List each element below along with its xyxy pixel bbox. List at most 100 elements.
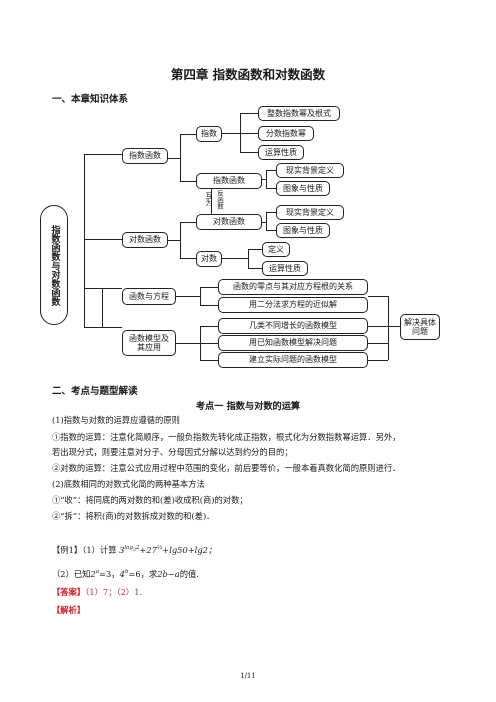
math-term: 3 xyxy=(119,544,125,555)
group-line xyxy=(176,343,200,344)
group-line xyxy=(368,326,388,327)
math-term: 2 xyxy=(90,568,96,579)
branch-line xyxy=(84,288,102,289)
node-graph-properties-1: 图象与性质 xyxy=(276,181,330,196)
group-line xyxy=(200,305,218,306)
math-sup: 2 xyxy=(135,545,140,551)
group-line xyxy=(266,170,267,188)
topic-heading: 考点一 指数与对数的运算 xyxy=(195,401,301,412)
group-line xyxy=(266,212,267,230)
group-line xyxy=(388,326,400,327)
node-operation-properties-1: 运算性质 xyxy=(258,145,304,160)
group-line xyxy=(180,258,196,259)
group-line xyxy=(240,152,258,153)
node-bisection: 用二分法求方程的近似解 xyxy=(218,297,368,313)
group-line xyxy=(262,222,266,223)
group-line xyxy=(200,287,218,288)
math-sup: log xyxy=(124,545,134,551)
group-line xyxy=(168,240,180,241)
group-line xyxy=(248,249,249,269)
node-real-background-1: 现实背景定义 xyxy=(276,163,344,178)
analysis-line: 【解析】 xyxy=(52,604,452,617)
node-known-models: 用已知函数模型解决问题 xyxy=(218,335,368,351)
group-line xyxy=(222,133,240,134)
label-inverse-function: 反函数 xyxy=(215,190,224,210)
paragraph: ①指数的运算：注意化简顺序，一般负指数先转化成正指数，根式化为分数指数幂运算．另… xyxy=(52,432,401,442)
group-line xyxy=(388,296,389,360)
paragraph: 若出现分式，则要注意对分子、分母因式分解以达到约分的目的； xyxy=(52,447,293,457)
group-line xyxy=(200,326,218,327)
node-graph-properties-2: 图象与性质 xyxy=(276,223,330,238)
q1-prefix: （1）计算 xyxy=(82,544,117,555)
group-line xyxy=(180,222,196,223)
group-line xyxy=(266,188,276,189)
example-question-1: 【例1】（1）计算 3log32+27⅔+lg50+lg2； xyxy=(52,542,452,557)
node-logarithm: 对数 xyxy=(196,251,222,267)
math-sub: 3 xyxy=(133,548,136,554)
node-function-equation: 函数与方程 xyxy=(122,288,176,305)
answer-line: 【答案】（1）7；（2）1. xyxy=(52,586,452,599)
example-question-2: （2）已知2a=3，4b=6，求2b−a的值. xyxy=(52,566,452,581)
node-integer-power: 整数指数幂及根式 xyxy=(258,106,340,121)
branch-line xyxy=(84,239,122,240)
group-line xyxy=(222,258,248,259)
section-heading-2: 二、考点与题型解读 xyxy=(52,386,138,397)
group-line xyxy=(248,268,262,269)
analysis-label: 【解析】 xyxy=(52,605,86,615)
node-function-models: 函数模型及其应用 xyxy=(122,330,176,356)
example-label: 【例1】 xyxy=(52,544,83,555)
node-zero-roots: 函数的零点与其对应方程根的关系 xyxy=(218,279,368,295)
group-line xyxy=(266,230,276,231)
group-line xyxy=(200,287,201,305)
math-term: =6，求 xyxy=(128,568,158,579)
paragraph: (2)底数相同的对数式化简的两种基本方法 xyxy=(52,479,205,489)
q2-end: 的值. xyxy=(179,568,199,579)
group-line xyxy=(248,249,262,250)
chapter-title: 第四章 指数函数和对数函数 xyxy=(170,67,326,82)
answer-label: 【答案】 xyxy=(52,587,86,597)
group-line xyxy=(368,343,388,344)
branch-line xyxy=(84,327,102,328)
node-exponential-function-2: 指数函数 xyxy=(196,173,262,189)
group-line xyxy=(240,113,258,114)
node-exponential-function: 指数函数 xyxy=(122,148,168,164)
group-line xyxy=(168,158,180,159)
branch-line xyxy=(84,154,122,155)
group-line xyxy=(240,133,258,134)
math-sup: b xyxy=(124,569,129,575)
node-growth-models: 几类不同增长的函数模型 xyxy=(218,318,368,334)
trunk-line-2 xyxy=(102,288,103,328)
answer-text: （1）7；（2）1. xyxy=(85,587,143,597)
group-line xyxy=(200,360,218,361)
paragraph: ②对数的运算：注意公式应用过程中范围的变化，前后要等价，一般本着真数化简的原则进… xyxy=(52,463,401,473)
math-term: +27 xyxy=(139,544,157,555)
group-line xyxy=(262,179,266,180)
node-solve-problems: 解决具体问题 xyxy=(400,314,440,340)
group-line xyxy=(176,296,200,297)
trunk-line-1 xyxy=(84,154,85,328)
section-heading-1: 一、本章知识体系 xyxy=(52,94,129,105)
q2-prefix: （2）已知 xyxy=(52,568,91,579)
node-fraction-power: 分数指数幂 xyxy=(258,126,314,141)
group-line xyxy=(180,181,196,182)
inverse-link-line xyxy=(211,188,212,214)
paragraph: ②“拆”：将积(商)的对数拆成对数的和(差)． xyxy=(52,511,215,521)
math-term: 4 xyxy=(119,568,125,579)
math-term: +lg50+lg2； xyxy=(162,544,217,555)
math-term: =3， xyxy=(99,568,120,579)
group-line xyxy=(368,296,388,297)
group-line xyxy=(180,222,181,258)
page-number: 1/11 xyxy=(240,672,256,680)
paragraph: ①“收”：将同底的两对数的和(差)收成积(商)的对数； xyxy=(52,495,248,505)
root-node: 指数函数与对数函数 xyxy=(40,205,68,325)
group-line xyxy=(180,134,196,135)
group-line xyxy=(200,343,218,344)
node-log-function-2: 对数函数 xyxy=(196,214,262,230)
node-real-background-2: 现实背景定义 xyxy=(276,205,344,220)
group-line xyxy=(368,360,388,361)
node-exponent: 指数 xyxy=(196,126,222,142)
node-log-function: 对数函数 xyxy=(122,232,168,248)
node-build-models: 建立实际问题的函数模型 xyxy=(218,352,368,368)
math-sup: ⅔ xyxy=(156,545,163,551)
paragraph: (1)指数与对数的运算应遵循的原则 xyxy=(52,415,180,425)
